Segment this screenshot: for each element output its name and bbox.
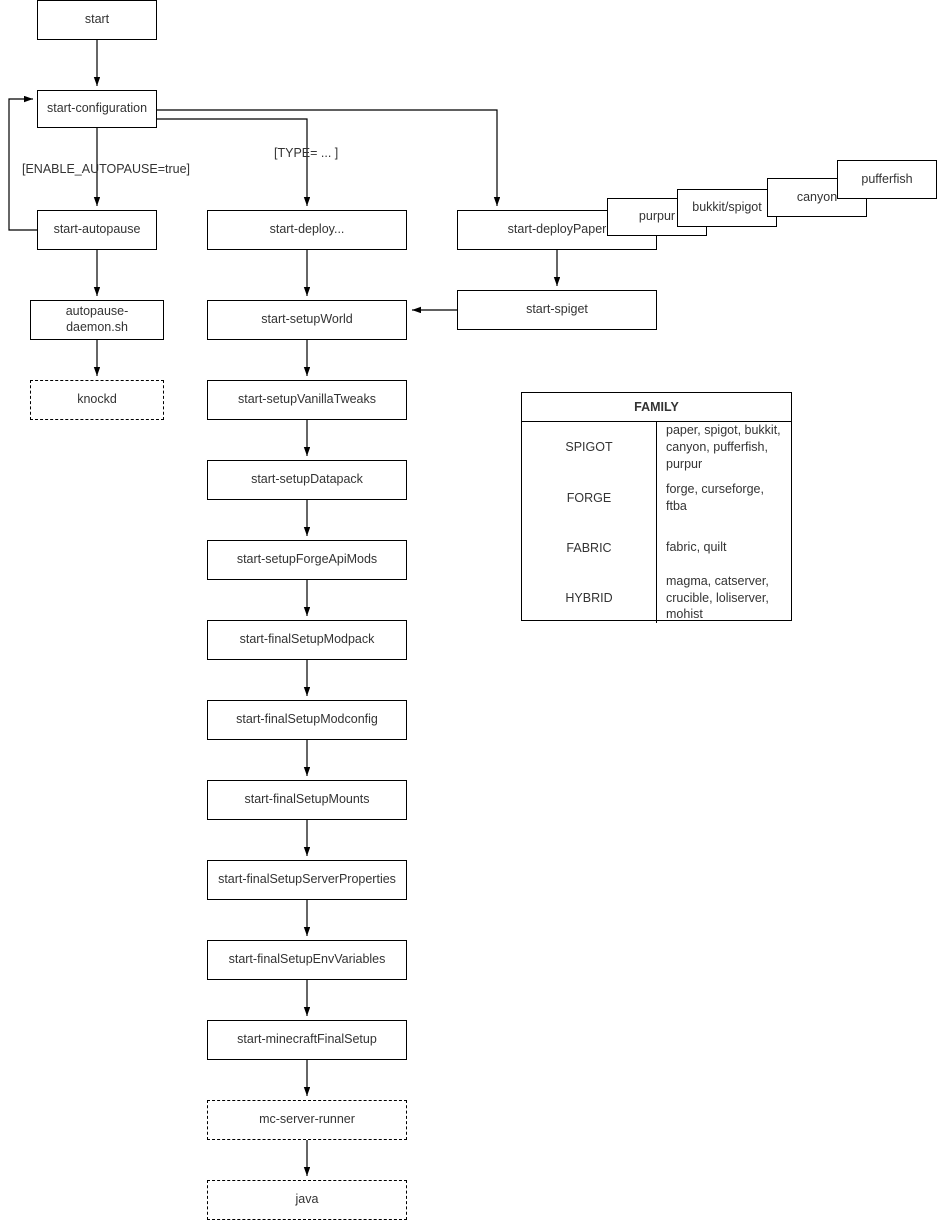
node-start-autopause[interactable]: start-autopause — [37, 210, 157, 250]
node-purpur-label: purpur — [638, 209, 676, 224]
node-start-autopause-label: start-autopause — [53, 222, 141, 237]
node-mc-server-runner[interactable]: mc-server-runner — [207, 1100, 407, 1140]
node-mc-server-runner-label: mc-server-runner — [259, 1112, 355, 1127]
family-key-hybrid: HYBRID — [522, 572, 657, 624]
node-start-deploy-label: start-deploy... — [269, 222, 345, 237]
node-pufferfish[interactable]: pufferfish — [837, 160, 937, 199]
node-start-finalsetupmodconfig[interactable]: start-finalSetupModconfig — [207, 700, 407, 740]
node-start-setupdatapack-label: start-setupDatapack — [251, 472, 363, 487]
node-java[interactable]: java — [207, 1180, 407, 1220]
edge-label-enable-autopause: [ENABLE_AUTOPAUSE=true] — [22, 162, 191, 176]
node-start-setupforgeapimods[interactable]: start-setupForgeApiMods — [207, 540, 407, 580]
family-value-hybrid: magma, catserver, crucible, loliserver, … — [666, 573, 769, 622]
node-canyon-label: canyon — [796, 189, 838, 204]
node-start-minecraftfinalsetup[interactable]: start-minecraftFinalSetup — [207, 1020, 407, 1060]
node-bukkit-spigot[interactable]: bukkit/spigot — [677, 189, 777, 227]
node-pufferfish-label: pufferfish — [861, 171, 913, 186]
node-java-label: java — [295, 1192, 319, 1207]
node-start-configuration-label: start-configuration — [46, 101, 148, 116]
node-start-setupworld[interactable]: start-setupWorld — [207, 300, 407, 340]
node-start-setupforgeapimods-label: start-setupForgeApiMods — [236, 552, 378, 567]
node-start[interactable]: start — [37, 0, 157, 40]
node-start-deploypaper-label: start-deployPaper — [507, 222, 607, 237]
node-start-setupvanillatweaks-label: start-setupVanillaTweaks — [237, 392, 377, 407]
family-table: FAMILY SPIGOT paper, spigot, bukkit, can… — [521, 392, 792, 624]
node-knockd[interactable]: knockd — [30, 380, 164, 420]
node-start-finalsetupmounts[interactable]: start-finalSetupMounts — [207, 780, 407, 820]
node-start-setupworld-label: start-setupWorld — [261, 312, 353, 327]
node-start-finalsetupmodpack-label: start-finalSetupModpack — [239, 632, 375, 647]
family-value-spigot: paper, spigot, bukkit, canyon, pufferfis… — [666, 423, 781, 471]
node-knockd-label: knockd — [77, 392, 117, 407]
node-start-setupdatapack[interactable]: start-setupDatapack — [207, 460, 407, 500]
node-start-finalsetupenvvariables[interactable]: start-finalSetupEnvVariables — [207, 940, 407, 980]
edge-label-type: [TYPE= ... ] — [274, 146, 339, 160]
node-start-finalsetupserverproperties-label: start-finalSetupServerProperties — [218, 872, 396, 887]
family-table-row-spigot: SPIGOT paper, spigot, bukkit, canyon, pu… — [522, 421, 791, 473]
node-start-label: start — [84, 12, 110, 27]
node-start-deploy[interactable]: start-deploy... — [207, 210, 407, 250]
family-value-fabric: fabric, quilt — [666, 540, 727, 555]
node-start-setupvanillatweaks[interactable]: start-setupVanillaTweaks — [207, 380, 407, 420]
node-start-finalsetupmounts-label: start-finalSetupMounts — [244, 792, 370, 807]
node-start-minecraftfinalsetup-label: start-minecraftFinalSetup — [237, 1032, 377, 1047]
family-key-spigot: SPIGOT — [522, 421, 657, 473]
family-table-row-hybrid: HYBRID magma, catserver, crucible, lolis… — [522, 572, 791, 624]
node-start-spiget-label: start-spiget — [526, 302, 588, 317]
node-start-configuration[interactable]: start-configuration — [37, 90, 157, 128]
node-start-spiget[interactable]: start-spiget — [457, 290, 657, 330]
node-bukkit-spigot-label: bukkit/spigot — [692, 200, 762, 215]
family-key-fabric: FABRIC — [522, 522, 657, 573]
node-autopause-daemon-label: autopause-daemon.sh — [65, 304, 129, 334]
node-start-finalsetupmodconfig-label: start-finalSetupModconfig — [236, 712, 378, 727]
family-value-forge: forge, curseforge, ftba — [666, 481, 764, 513]
node-autopause-daemon[interactable]: autopause-daemon.sh — [30, 300, 164, 340]
family-table-header: FAMILY — [522, 393, 791, 422]
node-start-finalsetupenvvariables-label: start-finalSetupEnvVariables — [228, 952, 386, 967]
family-table-row-forge: FORGE forge, curseforge, ftba — [522, 472, 791, 523]
node-start-finalsetupmodpack[interactable]: start-finalSetupModpack — [207, 620, 407, 660]
node-start-finalsetupserverproperties[interactable]: start-finalSetupServerProperties — [207, 860, 407, 900]
family-table-row-fabric: FABRIC fabric, quilt — [522, 522, 791, 573]
family-key-forge: FORGE — [522, 472, 657, 523]
